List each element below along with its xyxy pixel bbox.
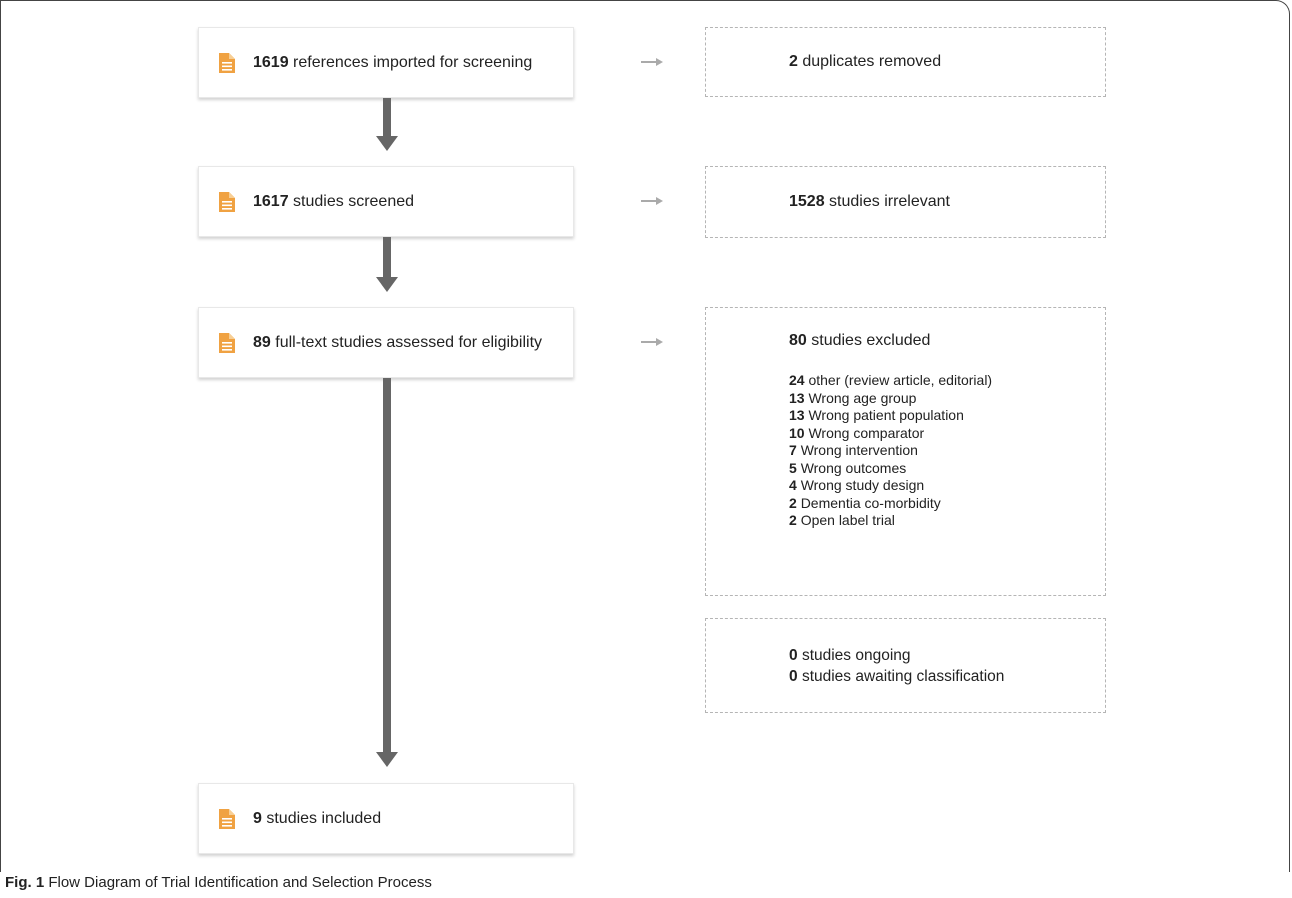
reason-count: 2 <box>789 512 797 528</box>
excluded-box: 80 studies excluded 24 other (review art… <box>705 307 1106 596</box>
reason-label: Dementia co-morbidity <box>800 494 941 511</box>
awaiting-label: studies awaiting classification <box>801 668 1005 685</box>
awaiting-count: 0 <box>789 668 798 685</box>
reason-label: other (review article, editorial) <box>808 372 993 388</box>
step-screened-count: 1617 <box>253 192 289 210</box>
duplicates-count: 2 <box>789 53 798 70</box>
step-included-label: studies included <box>266 809 382 827</box>
list-item: 2 Open label trial <box>789 512 1105 530</box>
irrelevant-label: studies irrelevant <box>829 193 950 210</box>
document-icon <box>219 52 235 73</box>
reason-label: Wrong outcomes <box>800 459 907 476</box>
right-arrow-icon <box>641 338 663 346</box>
reason-count: 2 <box>789 494 797 511</box>
reason-count: 13 <box>789 389 805 406</box>
ongoing-label: studies ongoing <box>801 647 911 664</box>
reason-count: 13 <box>789 407 805 423</box>
duplicates-box: 2 duplicates removed <box>705 27 1106 97</box>
down-arrow-line <box>383 98 391 136</box>
reason-label: Wrong study design <box>800 477 925 493</box>
document-icon <box>219 191 235 212</box>
right-arrow-icon <box>641 197 663 205</box>
list-item: 13 Wrong age group <box>789 390 1105 408</box>
excluded-label: studies excluded <box>811 332 931 349</box>
down-arrow-head-icon <box>376 277 398 292</box>
caption-text: Flow Diagram of Trial Identification and… <box>48 874 432 891</box>
reason-label: Wrong patient population <box>808 407 964 423</box>
excluded-count: 80 <box>789 332 807 349</box>
ongoing-box: 0 studies ongoing 0 studies awaiting cla… <box>705 618 1106 713</box>
excluded-heading: 80 studies excluded <box>789 332 1105 350</box>
right-arrow-icon <box>641 58 663 66</box>
irrelevant-count: 1528 <box>789 193 825 210</box>
reason-count: 24 <box>789 372 805 388</box>
document-icon <box>219 808 235 829</box>
caption-label: Fig. 1 <box>5 874 45 891</box>
step-screened: 1617 studies screened <box>198 166 574 237</box>
down-arrow-line <box>383 378 391 752</box>
list-item: 10 Wrong comparator <box>789 425 1105 443</box>
reason-label: Wrong comparator <box>808 424 925 441</box>
figure-caption: Fig. 1 Flow Diagram of Trial Identificat… <box>5 874 432 891</box>
reason-label: Wrong age group <box>808 389 917 406</box>
step-fulltext-label: full-text studies assessed for eligibili… <box>275 333 543 351</box>
list-item: 2 Dementia co-morbidity <box>789 495 1105 513</box>
step-included-count: 9 <box>253 809 262 827</box>
step-included: 9 studies included <box>198 783 574 854</box>
step-imported-label: references imported for screening <box>293 53 533 71</box>
step-fulltext-count: 89 <box>253 333 271 351</box>
irrelevant-box: 1528 studies irrelevant <box>705 166 1106 238</box>
step-fulltext: 89 full-text studies assessed for eligib… <box>198 307 574 378</box>
down-arrow-head-icon <box>376 752 398 767</box>
list-item: 5 Wrong outcomes <box>789 460 1105 478</box>
exclusion-reasons-list: 24 other (review article, editorial) 13 … <box>789 372 1105 530</box>
reason-count: 4 <box>789 477 797 493</box>
duplicates-label: duplicates removed <box>802 53 942 70</box>
list-item: 24 other (review article, editorial) <box>789 372 1105 390</box>
step-screened-label: studies screened <box>293 192 415 210</box>
list-item: 13 Wrong patient population <box>789 407 1105 425</box>
document-icon <box>219 332 235 353</box>
list-item: 0 studies awaiting classification <box>789 666 1105 687</box>
reason-count: 5 <box>789 459 797 476</box>
down-arrow-line <box>383 237 391 277</box>
reason-count: 10 <box>789 424 805 441</box>
list-item: 4 Wrong study design <box>789 477 1105 495</box>
step-imported: 1619 references imported for screening <box>198 27 574 98</box>
ongoing-count: 0 <box>789 647 798 664</box>
down-arrow-head-icon <box>376 136 398 151</box>
figure-frame <box>0 0 1290 872</box>
list-item: 7 Wrong intervention <box>789 442 1105 460</box>
reason-count: 7 <box>789 442 797 458</box>
reason-label: Open label trial <box>800 512 895 528</box>
reason-label: Wrong intervention <box>800 442 918 458</box>
list-item: 0 studies ongoing <box>789 645 1105 666</box>
step-imported-count: 1619 <box>253 53 289 71</box>
